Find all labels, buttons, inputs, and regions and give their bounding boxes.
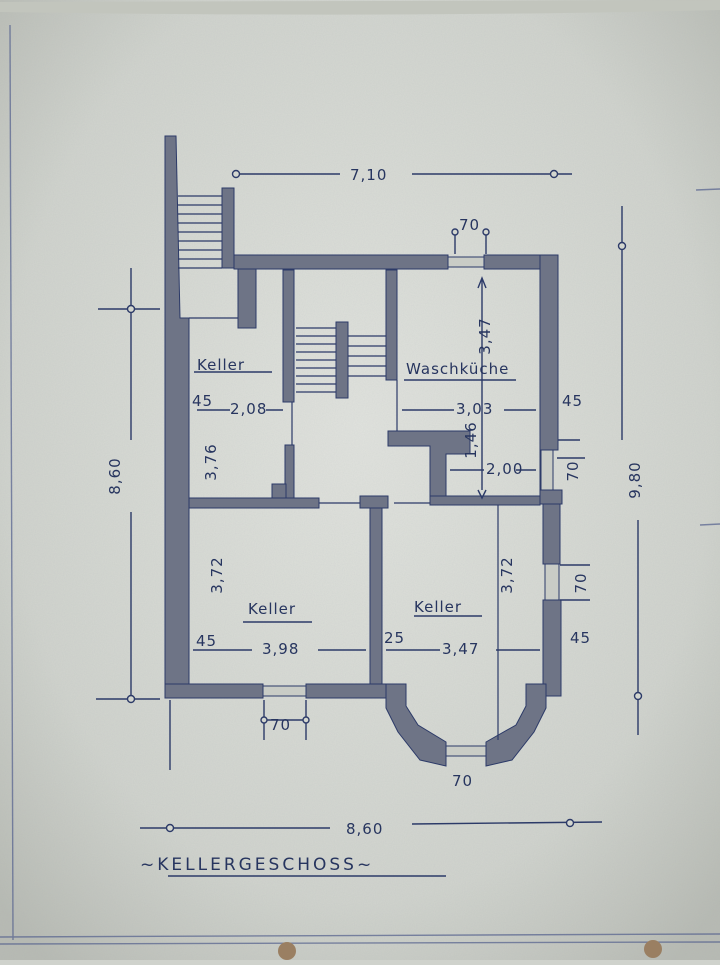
wall-right-lower-b xyxy=(542,599,562,697)
dim-wk-depth: 3,47 xyxy=(476,317,494,354)
wall-bottom-a xyxy=(164,683,264,699)
dimension-lines xyxy=(96,173,639,877)
sheet-border xyxy=(0,24,720,945)
wall-right-lower-a xyxy=(542,503,561,565)
wall-int-right xyxy=(385,269,398,381)
wall-right-upper xyxy=(539,254,559,451)
dim-right-height: 9,80 xyxy=(626,461,644,498)
wall-stair-divider xyxy=(335,321,349,399)
dim-bottom-width: 8,60 xyxy=(346,820,383,838)
window-bottom xyxy=(262,685,307,697)
wall-right-corner xyxy=(539,489,563,505)
wall-mid-left xyxy=(188,497,320,509)
dim-kt-wall: 45 xyxy=(192,392,213,410)
dim-kt-depth: 3,76 xyxy=(202,443,220,480)
drawing-title: ~KELLERGESCHOSS~ xyxy=(140,855,374,875)
dim-left-height: 8,60 xyxy=(106,457,124,494)
dim-bay-window: 70 xyxy=(452,772,473,790)
dim-wk-small-height: 1,46 xyxy=(462,421,480,458)
dimension-nodes xyxy=(126,169,643,833)
wall-mid-center xyxy=(359,495,389,509)
wall-mid-right xyxy=(429,495,541,506)
dim-wk-small-width: 2,00 xyxy=(486,460,523,478)
wall-int-bottom xyxy=(369,497,383,685)
wall-bottom-b xyxy=(305,683,399,699)
openings xyxy=(262,256,560,757)
wall-stair-right xyxy=(221,187,235,269)
window-bay xyxy=(445,745,487,757)
dim-kbr-depth: 3,72 xyxy=(498,556,516,593)
dim-top-opening: 70 xyxy=(459,216,480,234)
room-keller-bottom-left: Keller xyxy=(248,600,296,618)
stairs xyxy=(178,195,386,393)
window-top xyxy=(447,256,485,268)
dim-wk-width: 3,03 xyxy=(456,400,493,418)
wall-bay-right xyxy=(485,683,547,767)
dim-kbl-width: 3,98 xyxy=(262,640,299,658)
chimney xyxy=(387,430,471,497)
room-waschkueche: Waschküche xyxy=(406,360,509,378)
room-keller-top-left: Keller xyxy=(197,356,245,374)
thin-lines xyxy=(189,317,499,740)
dim-wk-wall: 45 xyxy=(562,392,583,410)
punch-holes xyxy=(278,940,662,960)
dim-kbr-width: 3,47 xyxy=(442,640,479,658)
column-small xyxy=(271,483,287,499)
dim-top-width: 7,10 xyxy=(350,166,387,184)
dim-kbr-wall-right: 45 xyxy=(570,629,591,647)
dim-kbl-wall: 45 xyxy=(196,632,217,650)
window-right-upper xyxy=(540,449,554,491)
stair-exterior xyxy=(178,195,222,269)
dim-kt-width: 2,08 xyxy=(230,400,267,418)
wall-int-left-a xyxy=(282,269,295,403)
dim-window-right-lower: 70 xyxy=(572,572,590,593)
dim-bottom-window: 70 xyxy=(270,716,291,734)
window-right-lower xyxy=(544,563,560,601)
dim-kbl-depth: 3,72 xyxy=(208,556,226,593)
paper-top-edge xyxy=(0,0,720,15)
room-keller-bottom-right: Keller xyxy=(414,598,462,616)
wall-top-left xyxy=(233,254,449,270)
walls xyxy=(164,135,563,767)
dim-kbr-wall-left: 25 xyxy=(384,629,405,647)
stair-interior xyxy=(296,327,386,393)
dim-window-right-upper: 70 xyxy=(564,460,582,481)
